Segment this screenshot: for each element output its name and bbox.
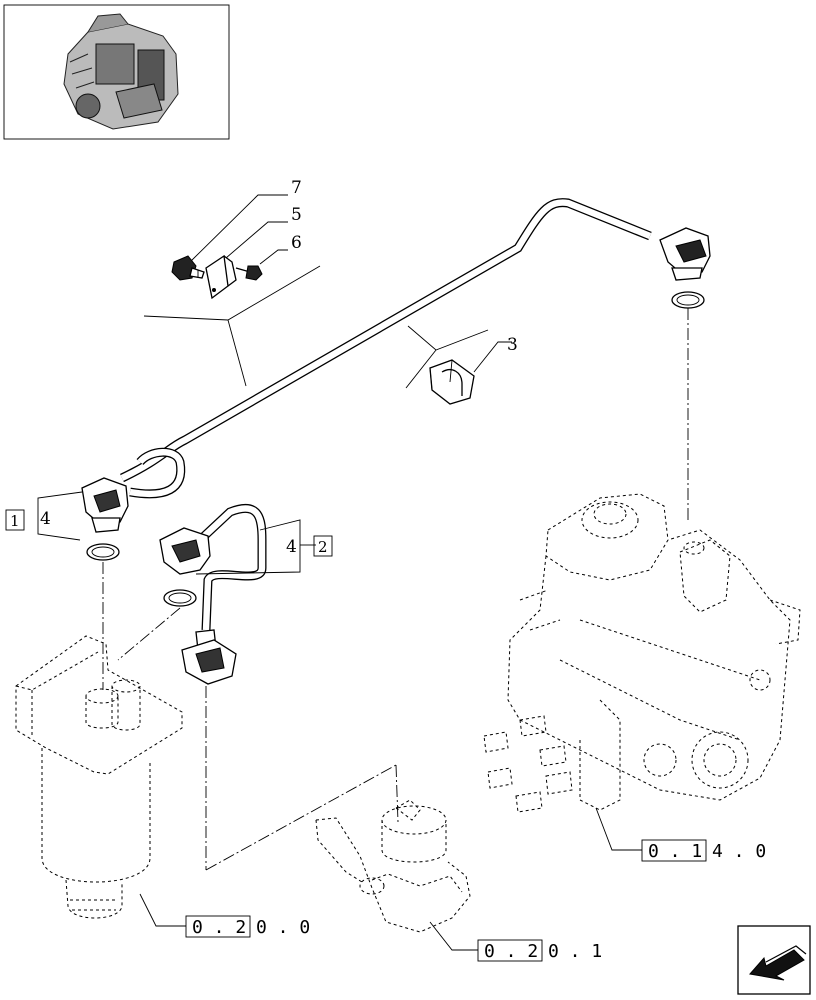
feed-pump xyxy=(315,799,471,933)
callout-4-left-bracket xyxy=(37,491,83,541)
part-7-banjo-screw xyxy=(171,255,205,281)
feedpump-ref-rest: 0 . 1 xyxy=(548,941,602,962)
callout-5-leader xyxy=(225,221,288,259)
engine-thumbnail-icon xyxy=(3,4,230,140)
second-fuel-tube xyxy=(159,503,267,685)
filter-ref-leader xyxy=(139,893,186,927)
callout-4-right-bracket xyxy=(195,519,316,575)
callout-4-left: 4 xyxy=(40,509,51,529)
alignment-lines xyxy=(102,308,689,871)
left-banjo-fitting xyxy=(81,477,129,561)
filter-ref-rest: 0 . 0 xyxy=(256,917,310,938)
filter-ref-box xyxy=(185,915,251,938)
item-1-box xyxy=(5,509,25,531)
filter-ref-boxed: 0 . 2 xyxy=(192,917,246,938)
part-5-bracket xyxy=(205,254,237,300)
part-6-bolt xyxy=(235,265,263,281)
fuel-filter xyxy=(15,635,183,919)
callout-6: 6 xyxy=(291,233,302,253)
feedpump-ref-box xyxy=(477,939,543,962)
pump-ref-box xyxy=(641,839,707,862)
feedpump-ref-leader xyxy=(429,921,478,951)
callout-7: 7 xyxy=(291,178,302,198)
item-2-label: 2 xyxy=(318,538,328,556)
pump-ref-leader xyxy=(595,807,642,851)
callout-4-right: 4 xyxy=(286,537,297,557)
item-2-box xyxy=(313,535,333,557)
pump-ref-boxed: 0 . 1 xyxy=(648,841,702,862)
tube-callout-lines xyxy=(143,265,512,389)
callout-5: 5 xyxy=(291,205,302,225)
feedpump-ref-boxed: 0 . 2 xyxy=(484,941,538,962)
callout-6-leader xyxy=(259,249,288,265)
item-1-label: 1 xyxy=(10,512,20,530)
part-3-clip xyxy=(429,359,475,405)
callout-7-leader xyxy=(189,194,288,263)
callout-3: 3 xyxy=(507,335,518,355)
back-arrow-icon[interactable] xyxy=(737,925,811,995)
upper-right-banjo-fitting xyxy=(659,227,711,309)
main-fuel-tube xyxy=(120,198,652,499)
pump-ref-rest: 4 . 0 xyxy=(712,841,766,862)
injection-pump xyxy=(483,493,801,813)
